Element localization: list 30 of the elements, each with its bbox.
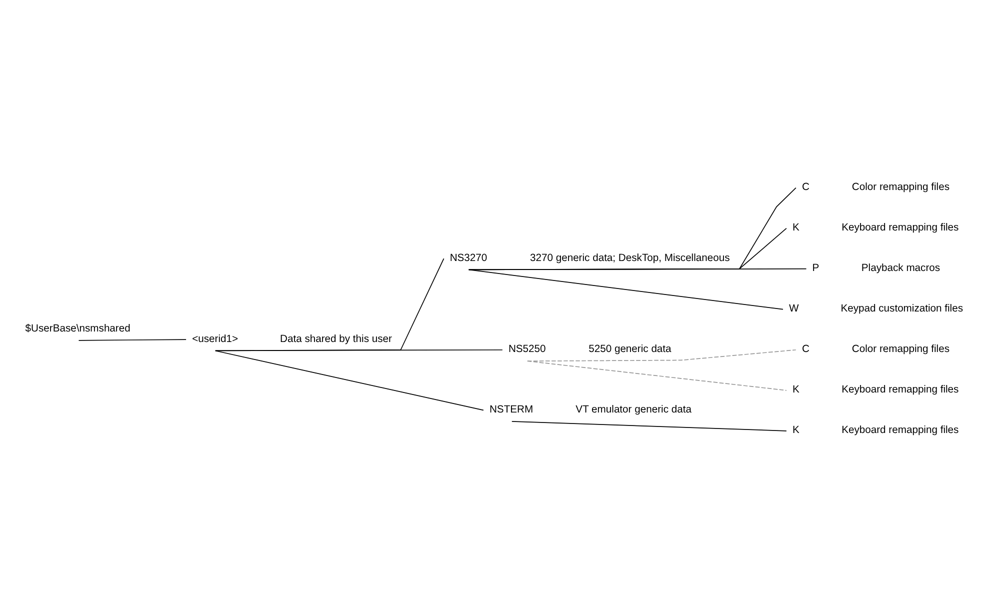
node-label: 3270 generic data; DeskTop, Miscellaneous: [530, 252, 730, 264]
node-label: Keyboard remapping files: [842, 222, 959, 234]
node-label: VT emulator generic data: [576, 404, 692, 415]
connector: [214, 348, 503, 351]
connector: [468, 268, 784, 310]
node-label: Keyboard remapping files: [842, 424, 959, 436]
node-label: Keypad customization files: [840, 303, 964, 314]
connector: [511, 420, 787, 431]
node-text: $UserBase\nsmshared: [25, 322, 130, 334]
node-label: Data shared by this user: [280, 333, 392, 344]
node-text: C: [802, 182, 810, 193]
node-text: P: [812, 262, 820, 274]
node-text: K: [792, 222, 800, 234]
node-text: NS5250: [508, 344, 546, 355]
node-text: C: [802, 344, 810, 355]
node-label: Playback macros: [861, 262, 940, 274]
connector: [214, 350, 484, 410]
node-text: NSTERM: [489, 404, 534, 415]
node-label: Keyboard remapping files: [842, 384, 959, 396]
node-text: <userid1>: [192, 333, 238, 344]
node-label: 5250 generic data: [588, 344, 672, 355]
node-label: Color remapping files: [852, 344, 950, 355]
node-label: Color remapping files: [852, 182, 950, 193]
connector: [78, 338, 186, 340]
connector: [526, 348, 796, 361]
node-text: W: [789, 303, 799, 314]
connector: [526, 360, 787, 390]
node-text: K: [792, 424, 800, 436]
node-text: K: [792, 384, 800, 396]
node-text: NS3270: [450, 252, 488, 264]
